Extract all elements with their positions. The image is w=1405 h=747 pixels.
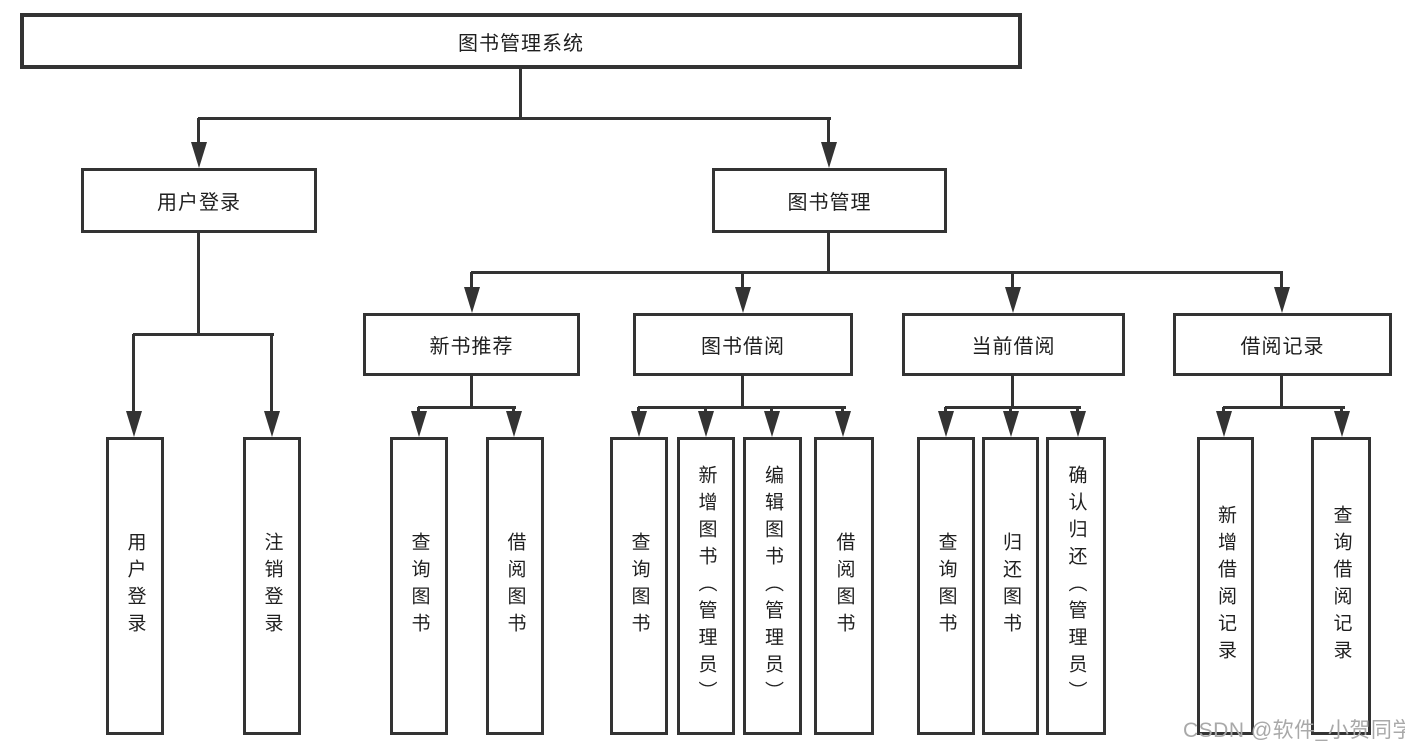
node-leaf-query-books-recommend: 查询图书 bbox=[390, 437, 448, 735]
connector-line bbox=[1011, 375, 1014, 407]
node-leaf-add-borrow-record: 新增借阅记录 bbox=[1197, 437, 1254, 735]
node-leaf-query-books-current: 查询图书 bbox=[917, 437, 975, 735]
connector-line bbox=[198, 117, 831, 120]
node-leaf-return-books: 归还图书 bbox=[982, 437, 1039, 735]
node-leaf-borrow-books: 借阅图书 bbox=[814, 437, 874, 735]
node-leaf-edit-book-admin: 编辑图书（管理员） bbox=[743, 437, 802, 735]
arrow-down-icon bbox=[1070, 411, 1086, 437]
node-leaf-query-books-borrowing: 查询图书 bbox=[610, 437, 668, 735]
arrow-down-icon bbox=[821, 142, 837, 168]
arrow-down-icon bbox=[698, 411, 714, 437]
connector-line bbox=[197, 232, 200, 334]
arrow-down-icon bbox=[126, 411, 142, 437]
connector-line bbox=[1280, 272, 1283, 293]
connector-line bbox=[418, 406, 516, 409]
connector-line bbox=[1223, 406, 1345, 409]
node-leaf-add-book-admin: 新增图书（管理员） bbox=[677, 437, 735, 735]
connector-line bbox=[945, 406, 1081, 409]
arrow-down-icon bbox=[764, 411, 780, 437]
connector-line bbox=[827, 232, 830, 272]
arrow-down-icon bbox=[631, 411, 647, 437]
connector-line bbox=[197, 118, 200, 148]
node-book-management: 图书管理 bbox=[712, 168, 947, 233]
arrow-down-icon bbox=[835, 411, 851, 437]
connector-line bbox=[471, 271, 1283, 274]
connector-line bbox=[1280, 375, 1283, 407]
arrow-down-icon bbox=[938, 411, 954, 437]
arrow-down-icon bbox=[411, 411, 427, 437]
connector-line bbox=[1011, 272, 1014, 293]
node-leaf-user-login: 用户登录 bbox=[106, 437, 164, 735]
arrow-down-icon bbox=[464, 287, 480, 313]
connector-line bbox=[132, 334, 135, 417]
arrow-down-icon bbox=[1005, 287, 1021, 313]
arrow-down-icon bbox=[1003, 411, 1019, 437]
connector-line bbox=[470, 375, 473, 407]
node-leaf-query-borrow-record: 查询借阅记录 bbox=[1311, 437, 1371, 735]
connector-line bbox=[270, 334, 273, 417]
connector-line bbox=[827, 118, 830, 148]
arrow-down-icon bbox=[1216, 411, 1232, 437]
node-borrowing-records: 借阅记录 bbox=[1173, 313, 1392, 376]
arrow-down-icon bbox=[735, 287, 751, 313]
arrow-down-icon bbox=[264, 411, 280, 437]
connector-line bbox=[470, 272, 473, 293]
connector-line bbox=[519, 69, 522, 118]
node-library-management-system: 图书管理系统 bbox=[20, 13, 1022, 69]
csdn-watermark: CSDN @软件_小贺同学 bbox=[1183, 719, 1405, 742]
node-user-login: 用户登录 bbox=[81, 168, 317, 233]
connector-line bbox=[741, 375, 744, 407]
arrow-down-icon bbox=[1274, 287, 1290, 313]
arrow-down-icon bbox=[506, 411, 522, 437]
node-leaf-logout: 注销登录 bbox=[243, 437, 301, 735]
node-new-book-recommendation: 新书推荐 bbox=[363, 313, 580, 376]
connector-line bbox=[741, 272, 744, 293]
node-current-borrowing: 当前借阅 bbox=[902, 313, 1125, 376]
node-leaf-confirm-return-admin: 确认归还（管理员） bbox=[1046, 437, 1106, 735]
connector-line bbox=[638, 406, 846, 409]
node-leaf-borrow-books-recommend: 借阅图书 bbox=[486, 437, 544, 735]
node-book-borrowing: 图书借阅 bbox=[633, 313, 853, 376]
arrow-down-icon bbox=[191, 142, 207, 168]
arrow-down-icon bbox=[1334, 411, 1350, 437]
connector-line bbox=[133, 333, 274, 336]
